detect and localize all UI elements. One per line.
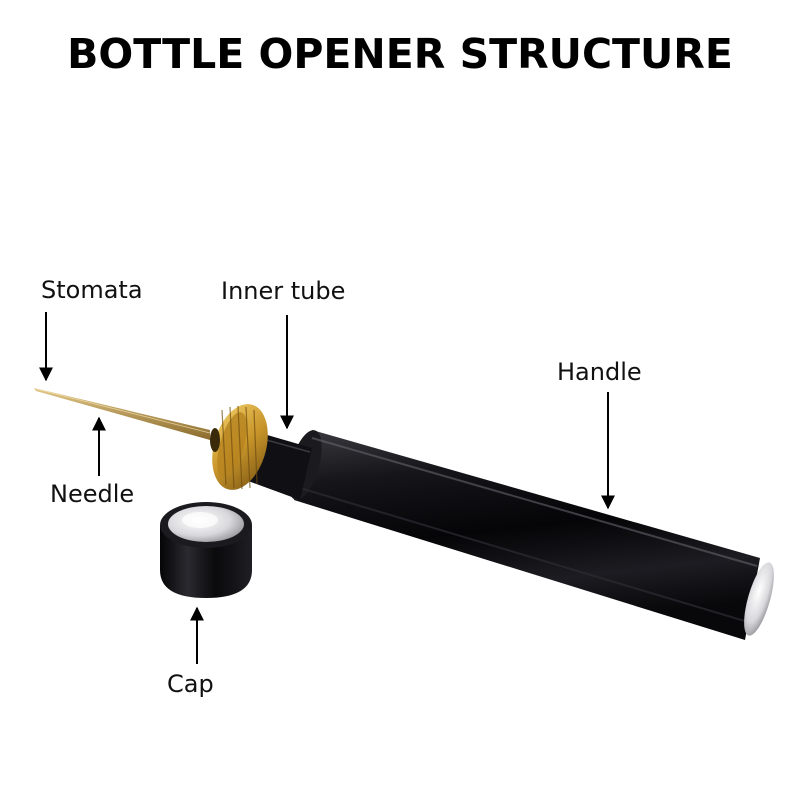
gold-nut-part bbox=[210, 404, 268, 490]
arrows bbox=[39, 312, 615, 664]
handle-part bbox=[288, 430, 774, 640]
stomata-label: Stomata bbox=[41, 276, 143, 304]
cap-part bbox=[160, 502, 252, 598]
diagram-title: BOTTLE OPENER STRUCTURE bbox=[67, 30, 733, 78]
needle-label: Needle bbox=[50, 480, 135, 508]
cap-label: Cap bbox=[167, 670, 214, 698]
handle-label: Handle bbox=[557, 358, 642, 386]
inner-tube-label: Inner tube bbox=[221, 277, 346, 305]
needle-part bbox=[34, 388, 211, 440]
